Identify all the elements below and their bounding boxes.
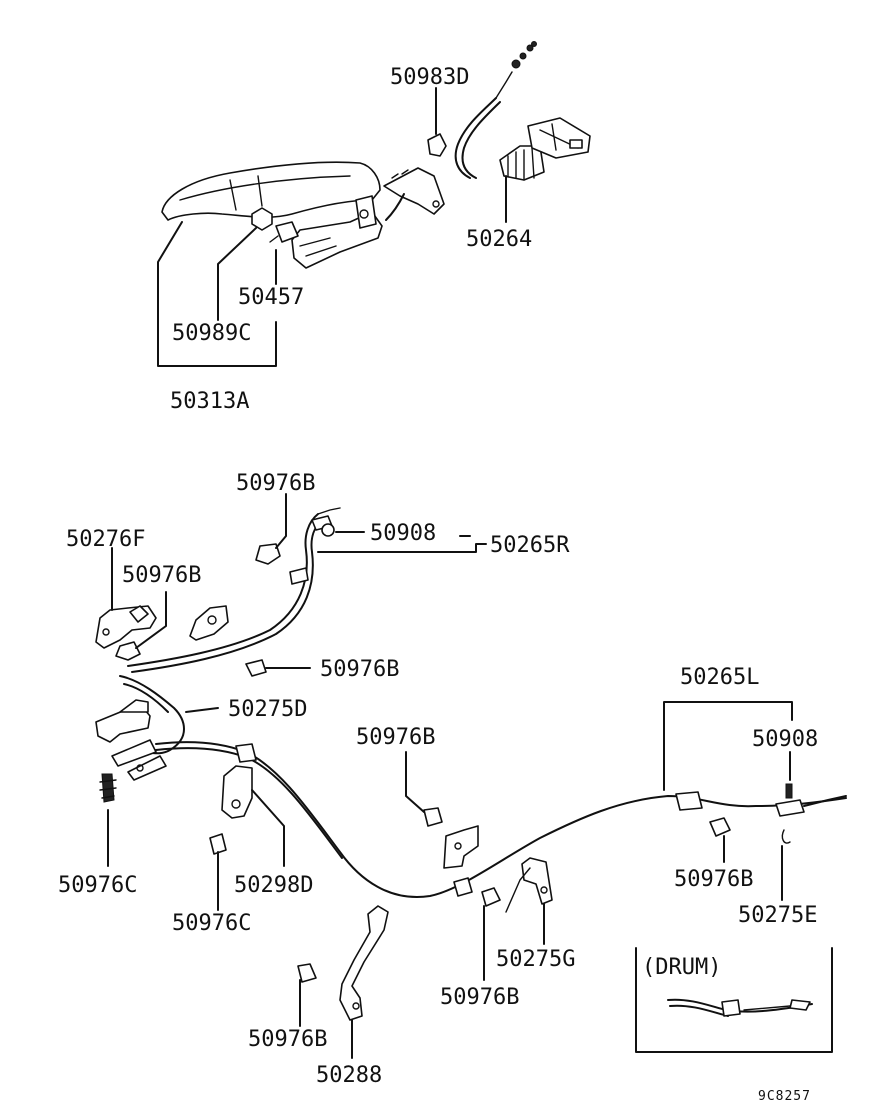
label-50976B-bottom: 50976B (440, 985, 519, 1010)
label-50976C-b: 50976C (172, 911, 251, 936)
top-leader-lines (157, 87, 507, 367)
bottom-leader-lines (107, 493, 793, 1059)
label-50976C-a: 50976C (58, 873, 137, 898)
label-50976B-right: 50976B (674, 867, 753, 892)
label-50275E: 50275E (738, 903, 817, 928)
label-50976B-mid: 50976B (320, 657, 399, 682)
label-50908-lh: 50908 (752, 727, 818, 752)
label-50908-rh: 50908 (370, 521, 436, 546)
brake-lever-assembly (161, 41, 591, 269)
label-50288: 50288 (316, 1063, 382, 1088)
label-50457: 50457 (238, 285, 304, 310)
label-50989C: 50989C (172, 321, 251, 346)
label-50275G: 50275G (496, 947, 575, 972)
figure-code: 9C8257 (758, 1089, 811, 1104)
label-50976B-low: 50976B (248, 1027, 327, 1052)
label-50976B-top: 50976B (236, 471, 315, 496)
label-50264: 50264 (466, 227, 532, 252)
inset-label: (DRUM) (642, 955, 721, 980)
label-50983D: 50983D (390, 65, 469, 90)
label-50976B-left: 50976B (122, 563, 201, 588)
label-50976B-center: 50976B (356, 725, 435, 750)
label-50276F: 50276F (66, 527, 145, 552)
label-50265R: 50265R (490, 533, 570, 558)
label-50313A: 50313A (170, 389, 249, 414)
rear-cable-assembly (95, 507, 847, 1021)
label-50298D: 50298D (234, 873, 313, 898)
label-50275D: 50275D (228, 697, 307, 722)
drum-inset: (DRUM) (635, 947, 833, 1053)
label-50265L: 50265L (680, 665, 759, 690)
